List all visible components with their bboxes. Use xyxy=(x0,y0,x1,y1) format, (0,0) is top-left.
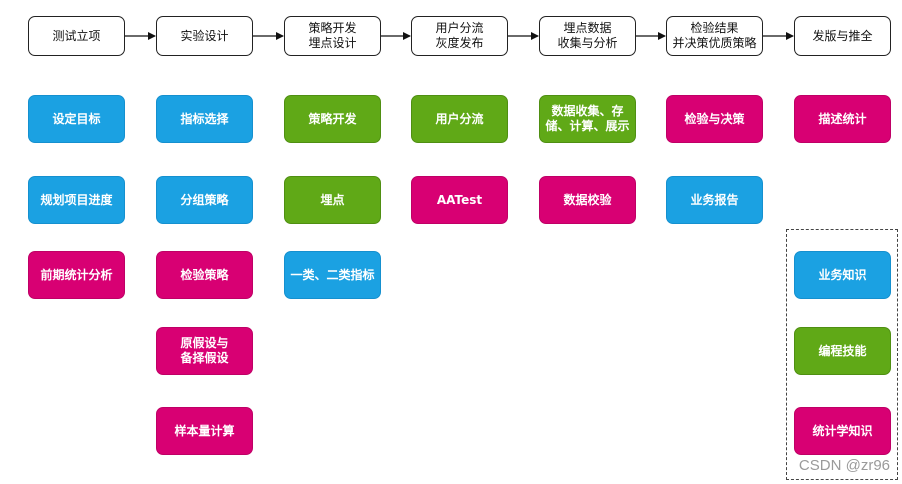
task-node-5-1: 数据收集、存 储、计算、展示 xyxy=(539,95,636,143)
task-node-3-2: 埋点 xyxy=(284,176,381,224)
task-node-4-2: AATest xyxy=(411,176,508,224)
task-node-4-1: 用户分流 xyxy=(411,95,508,143)
skill-node-1: 业务知识 xyxy=(794,251,891,299)
step-header-5: 埋点数据 收集与分析 xyxy=(539,16,636,56)
step-header-3: 策略开发 埋点设计 xyxy=(284,16,381,56)
watermark: CSDN @zr96 xyxy=(798,457,890,474)
task-node-1-3: 前期统计分析 xyxy=(28,251,125,299)
skills-group xyxy=(786,229,898,480)
step-header-4: 用户分流 灰度发布 xyxy=(411,16,508,56)
task-node-2-3: 检验策略 xyxy=(156,251,253,299)
task-node-6-2: 业务报告 xyxy=(666,176,763,224)
step-header-7: 发版与推全 xyxy=(794,16,891,56)
task-node-7-1: 描述统计 xyxy=(794,95,891,143)
task-node-6-1: 检验与决策 xyxy=(666,95,763,143)
step-header-1: 测试立项 xyxy=(28,16,125,56)
task-node-1-2: 规划项目进度 xyxy=(28,176,125,224)
step-header-6: 检验结果 并决策优质策略 xyxy=(666,16,763,56)
task-node-3-3: 一类、二类指标 xyxy=(284,251,381,299)
step-header-2: 实验设计 xyxy=(156,16,253,56)
task-node-5-2: 数据校验 xyxy=(539,176,636,224)
task-node-2-1: 指标选择 xyxy=(156,95,253,143)
skill-node-2: 编程技能 xyxy=(794,327,891,375)
task-node-2-5: 样本量计算 xyxy=(156,407,253,455)
skill-node-3: 统计学知识 xyxy=(794,407,891,455)
task-node-2-4: 原假设与 备择假设 xyxy=(156,327,253,375)
task-node-2-2: 分组策略 xyxy=(156,176,253,224)
task-node-3-1: 策略开发 xyxy=(284,95,381,143)
task-node-1-1: 设定目标 xyxy=(28,95,125,143)
